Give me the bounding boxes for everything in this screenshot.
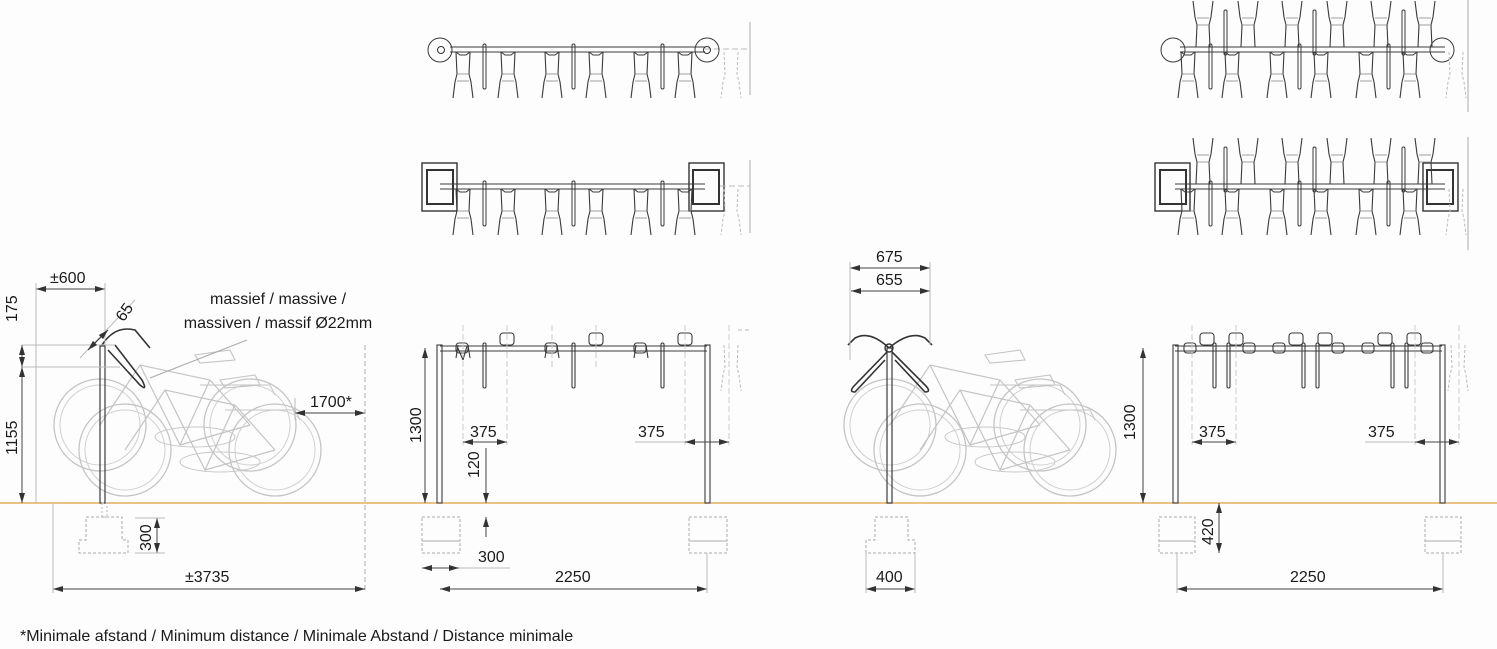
plan-view-double-square-base [1154, 137, 1469, 250]
plan-view-single-square-base [421, 160, 751, 236]
dim-inner-width-655: 655 [876, 272, 903, 289]
front-view-double [1140, 325, 1469, 593]
front-view-single [421, 325, 750, 593]
dim-spacing-right-double: 375 [1368, 424, 1395, 441]
material-callout-line2: massiven / massif Ø22mm [183, 315, 373, 332]
dim-foundation-width-300: 300 [478, 549, 505, 566]
dim-spacing-left-double: 375 [1199, 424, 1226, 441]
dim-height-1300-single: 1300 [408, 407, 425, 443]
plan-view-double-round-base [1160, 0, 1469, 112]
side-view-single [19, 283, 366, 593]
dim-total-length: ±3735 [185, 569, 230, 586]
dim-hook-ground-120: 120 [466, 451, 483, 478]
dim-height-1300-double: 1300 [1122, 404, 1139, 440]
dim-span-double: 2250 [1290, 569, 1326, 586]
dim-height-1155: 1155 [4, 420, 21, 455]
material-callout: massief / massive / massiven / massif Ø2… [176, 288, 380, 336]
footnote: *Minimale afstand / Minimum distance / M… [20, 628, 574, 645]
dim-foundation-depth-420: 420 [1200, 518, 1217, 545]
plan-view-single-round-base [427, 22, 751, 99]
dim-top-height: 175 [4, 295, 21, 322]
dim-outer-width-675: 675 [876, 249, 903, 266]
dim-spacing-left-single: 375 [470, 424, 497, 441]
side-view-double [843, 262, 1117, 593]
dim-spacing-right-single: 375 [638, 424, 665, 441]
dim-top-width: ±600 [50, 270, 86, 287]
dim-foundation-depth-300: 300 [138, 524, 155, 551]
dim-span-single: 2250 [555, 569, 591, 586]
dim-min-distance: 1700* [310, 394, 352, 411]
material-callout-line1: massief / massive / [209, 291, 347, 308]
dim-foundation-width-400: 400 [876, 569, 903, 586]
